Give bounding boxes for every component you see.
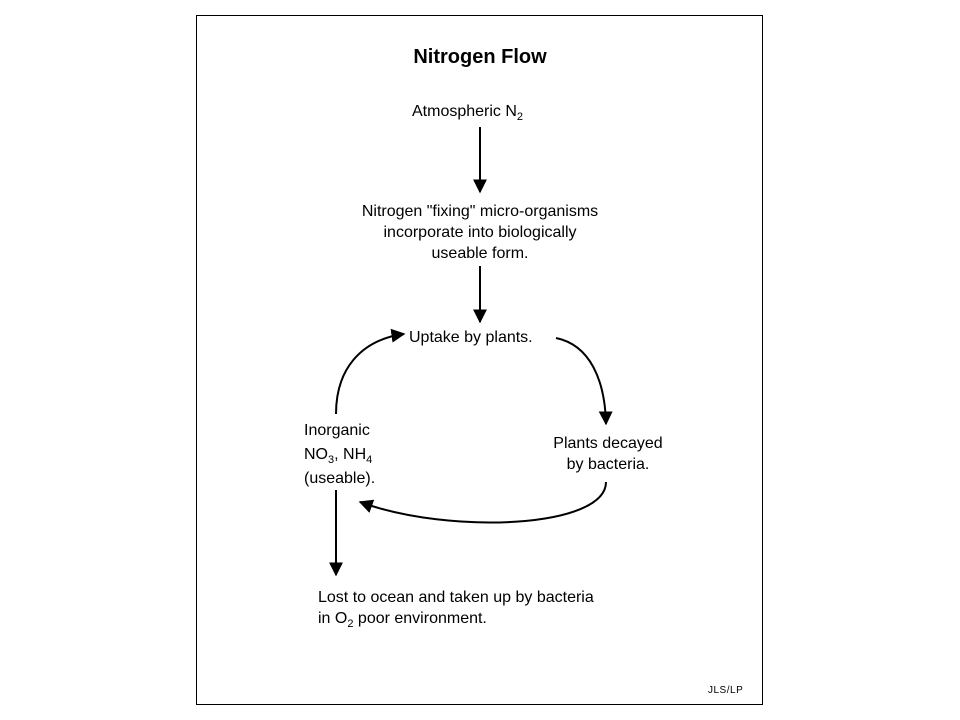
- diagram-frame: [196, 15, 763, 705]
- fixing-line-1: Nitrogen "fixing" micro-organisms: [361, 203, 599, 220]
- inorganic-line-2: NO3, NH4: [304, 443, 375, 467]
- atmospheric-subscript: 2: [516, 111, 524, 123]
- inorganic-line-1: Inorganic: [304, 422, 370, 439]
- decay-line-1: Plants decayed: [553, 435, 663, 452]
- arrow-inorganic-to-uptake: [335, 328, 406, 415]
- ammonium-label: , NH: [334, 446, 367, 463]
- inorganic-line-3: (useable).: [304, 470, 376, 487]
- lost-line-2-start: in O: [318, 610, 348, 627]
- decay-line-2: by bacteria.: [566, 456, 650, 473]
- nitrate-subscript: 3: [328, 454, 335, 466]
- diagram-title: Nitrogen Flow: [413, 46, 547, 68]
- node-uptake-by-plants: Uptake by plants.: [409, 329, 533, 346]
- author-credit: JLS/LP: [708, 685, 744, 696]
- fixing-line-3: useable form.: [431, 245, 529, 262]
- lost-line-2-end: poor environment.: [353, 610, 487, 627]
- node-lost-to-ocean: Lost to ocean and taken up by bacteria i…: [318, 587, 594, 630]
- atmospheric-label: Atmospheric N: [412, 103, 517, 120]
- oxygen-subscript: 2: [347, 618, 354, 630]
- arrow-uptake-to-decay: [555, 337, 613, 426]
- lost-line-2: in O2 poor environment.: [318, 608, 594, 630]
- ammonium-subscript: 4: [366, 454, 373, 466]
- fixing-line-2: incorporate into biologically: [383, 224, 577, 241]
- node-inorganic: Inorganic NO3, NH4 (useable).: [304, 419, 375, 491]
- arrow-decay-to-inorganic: [358, 481, 607, 524]
- lost-line-1: Lost to ocean and taken up by bacteria: [318, 589, 594, 606]
- node-atmospheric-nitrogen: Atmospheric N2: [412, 101, 524, 123]
- node-plants-decayed: Plants decayed by bacteria.: [533, 433, 683, 475]
- nitrate-label: NO: [304, 446, 328, 463]
- node-nitrogen-fixing: Nitrogen "fixing" micro-organisms incorp…: [330, 201, 630, 264]
